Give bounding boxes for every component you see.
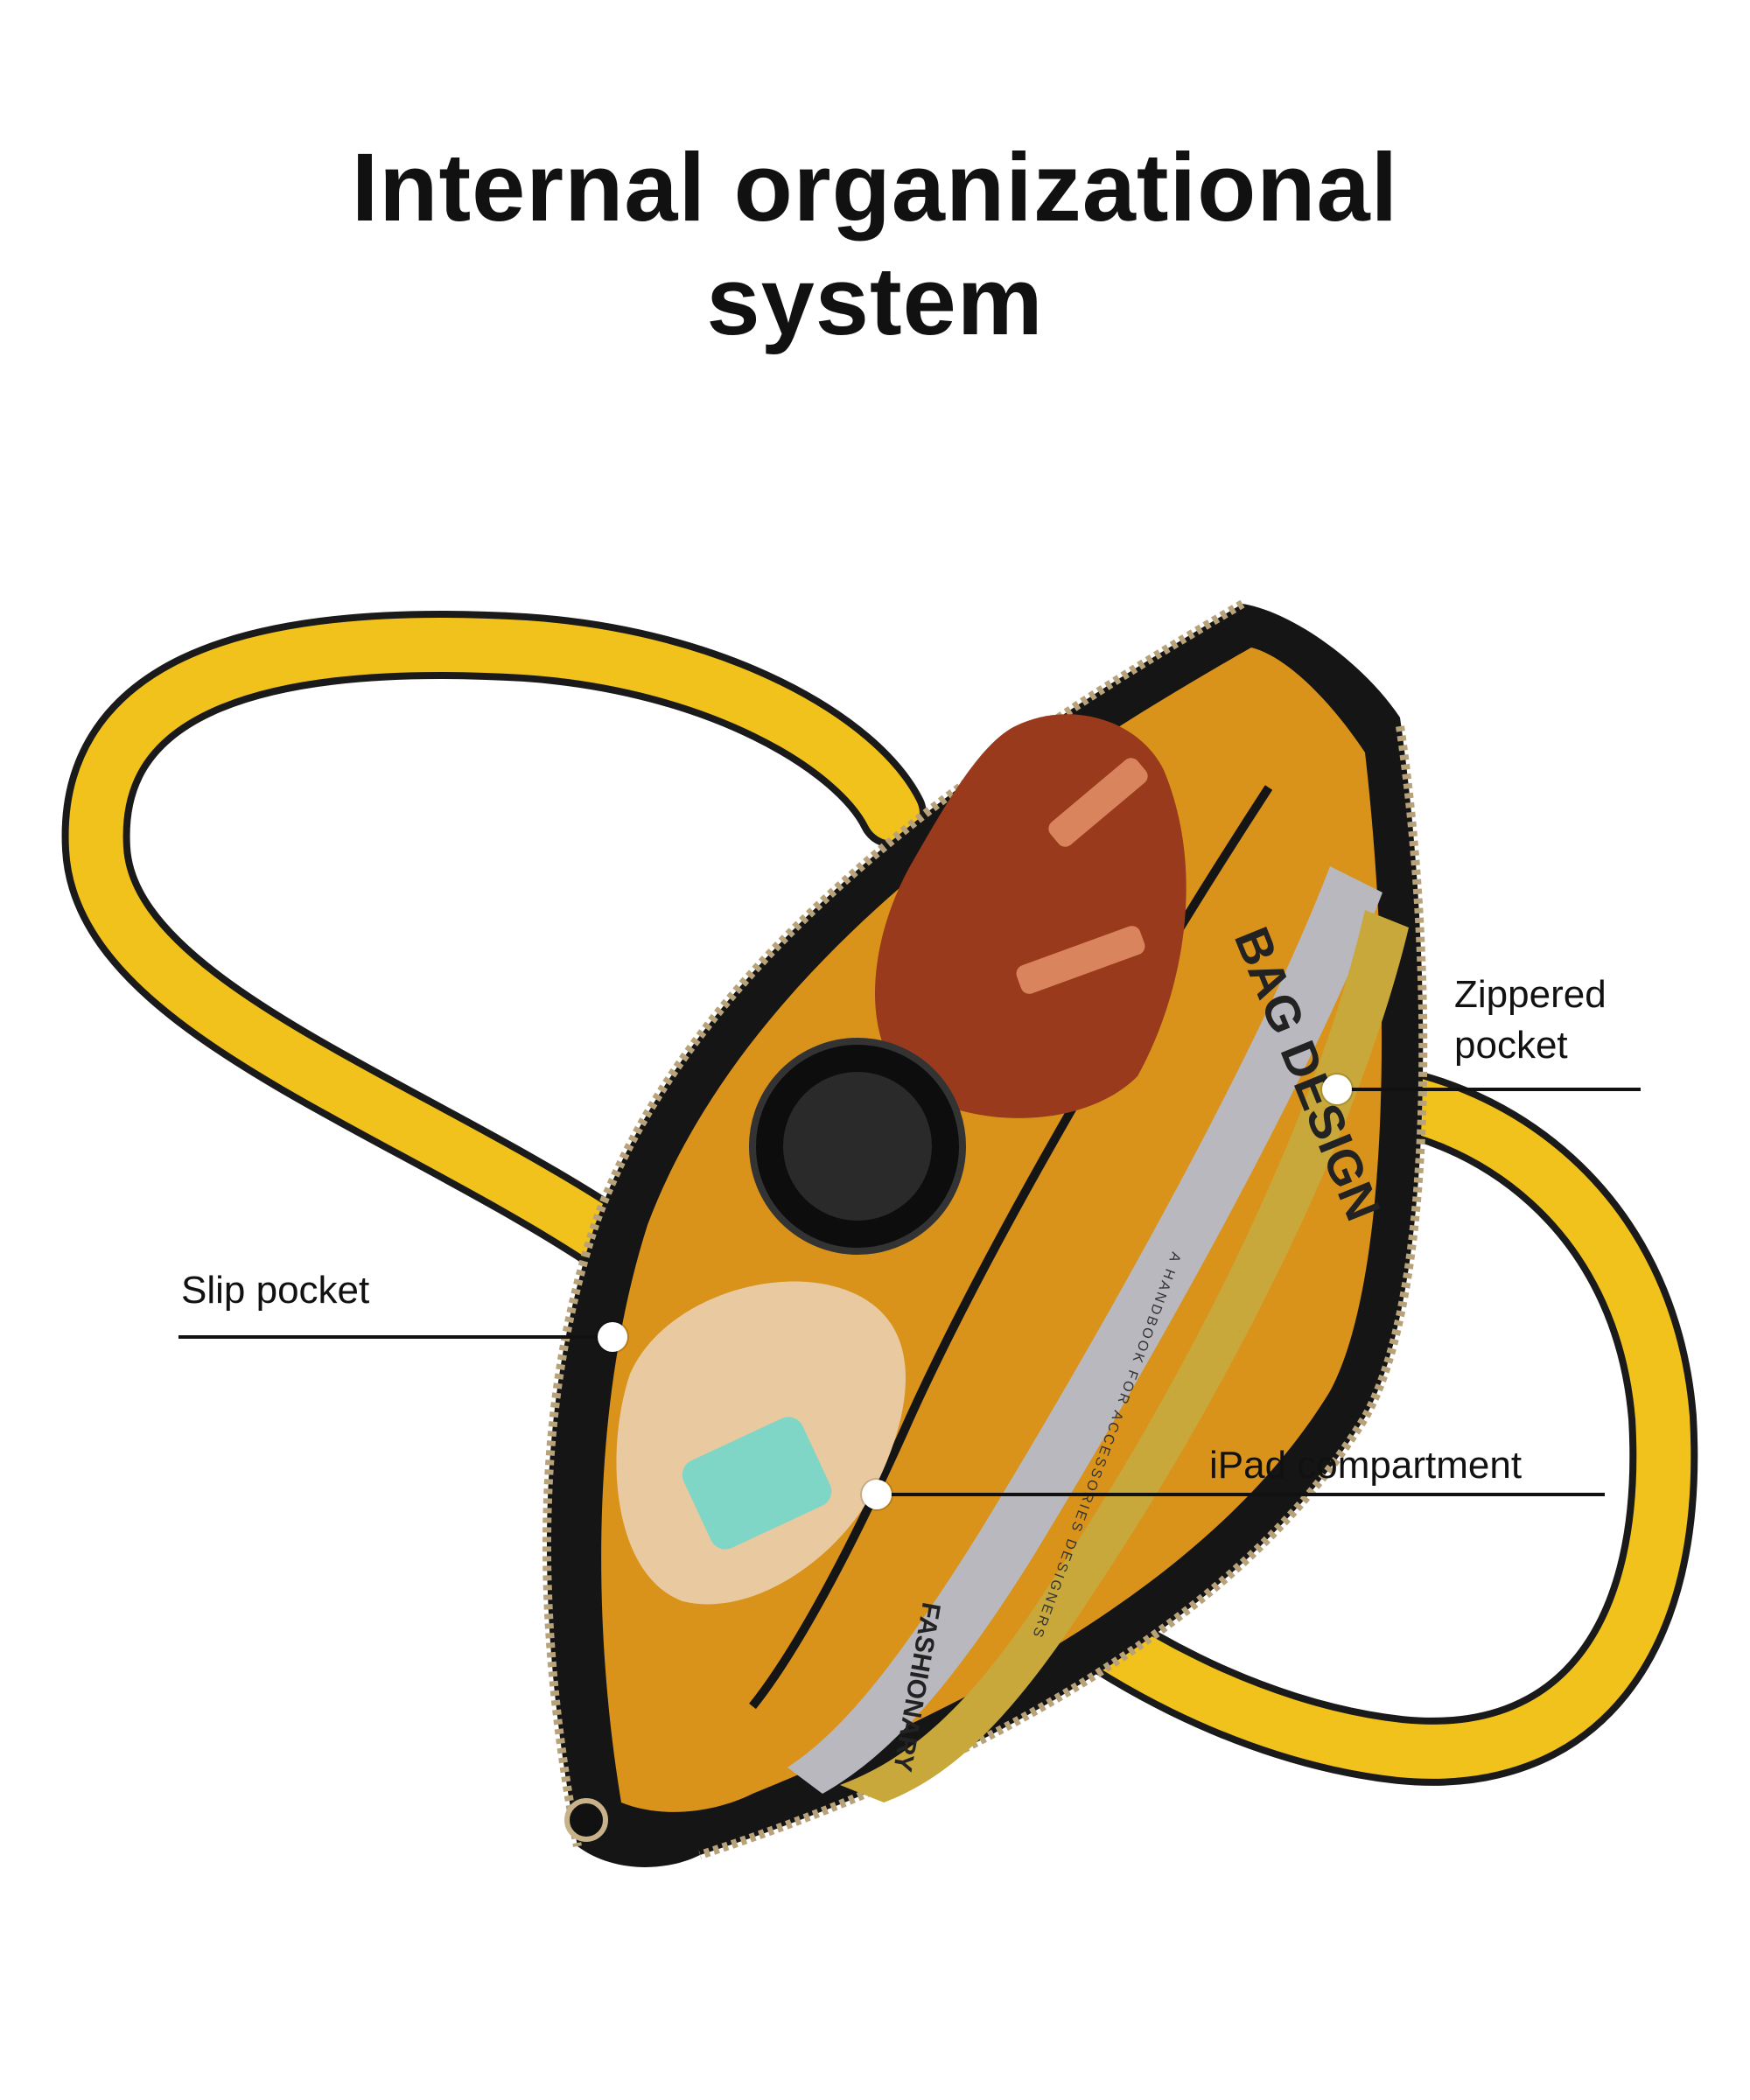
zippered-pocket-rule bbox=[1337, 1088, 1641, 1091]
slip-pocket-rule bbox=[178, 1335, 612, 1339]
ipad-compartment-marker bbox=[862, 1480, 892, 1509]
slip-pocket-panel bbox=[579, 784, 991, 1542]
ipad-compartment-rule bbox=[877, 1493, 1605, 1496]
ipad bbox=[788, 866, 1382, 1794]
zippered-pocket-marker bbox=[1322, 1074, 1352, 1104]
zippered-pocket-label: Zippered pocket bbox=[1454, 970, 1606, 1071]
book bbox=[840, 910, 1409, 1802]
zippered-line-2: pocket bbox=[1454, 1024, 1568, 1067]
slip-pocket-marker bbox=[598, 1322, 627, 1352]
title-line-2: system bbox=[706, 248, 1044, 355]
page-title: Internal organizational system bbox=[0, 131, 1750, 359]
ipad-compartment-label: iPad compartment bbox=[1209, 1444, 1522, 1487]
pouch bbox=[875, 714, 1186, 1118]
title-line-1: Internal organizational bbox=[351, 134, 1399, 242]
zippered-line-1: Zippered bbox=[1454, 973, 1606, 1016]
slip-pocket-label: Slip pocket bbox=[181, 1269, 370, 1312]
zipper-pull bbox=[564, 1798, 608, 1842]
